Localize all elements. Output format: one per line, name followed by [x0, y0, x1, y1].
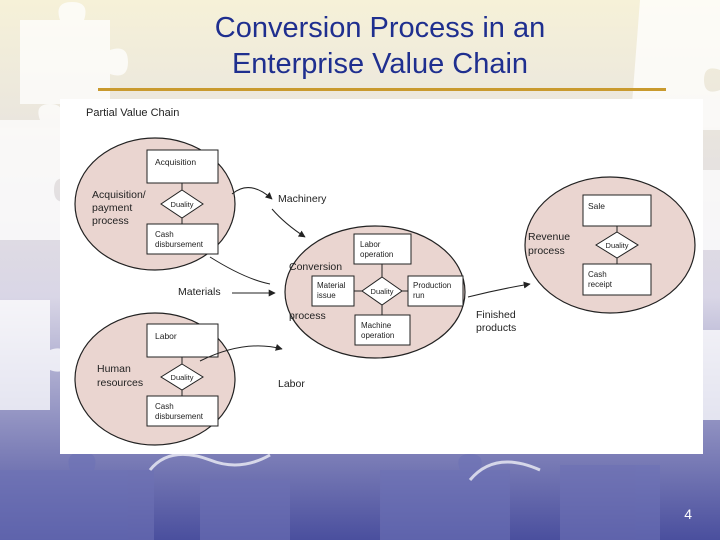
conversion-label-line2: process [289, 310, 326, 322]
hr-label-line2: resources [97, 377, 143, 389]
materials-flow-line [209, 256, 271, 285]
revenue-sale-label: Sale [588, 201, 605, 211]
labor-flow-arrow [199, 343, 283, 362]
hr-cash-line1: Cash [155, 402, 174, 411]
acquisition-process-label-line2: payment [92, 202, 132, 214]
machinery-flow-arrow-in [231, 187, 273, 200]
page-number: 4 [684, 506, 692, 522]
finished-products-label-line1: Finished [476, 309, 516, 321]
acquisition-cash-disbursement-box [146, 223, 219, 255]
hr-label-line1: Human [97, 363, 131, 375]
conversion-machine-operation-box [354, 314, 411, 346]
revenue-cash-line2: receipt [588, 280, 613, 289]
finished-products-label-line2: products [476, 322, 516, 334]
hr-cash-line2: disbursement [155, 412, 204, 421]
hr-duality-label: Duality [171, 373, 194, 382]
conversion-labor-operation-box [353, 233, 412, 265]
revenue-duality-label: Duality [606, 241, 629, 250]
puzzle-piece-outline [148, 452, 541, 481]
acquisition-process-label-line3: process [92, 215, 129, 227]
conversion-material-line1: Material [317, 281, 346, 290]
conversion-production-line2: run [413, 291, 425, 300]
labor-flow-label: Labor [278, 378, 305, 390]
conversion-label-line1: Conversion [289, 261, 342, 273]
conversion-duality-label: Duality [371, 287, 394, 296]
slide-title: Conversion Process in an Enterprise Valu… [110, 10, 650, 82]
slide-title-line-1: Conversion Process in an [214, 12, 546, 44]
materials-flow-label: Materials [178, 286, 221, 298]
conversion-labor-line2: operation [360, 250, 393, 259]
acquisition-event-label: Acquisition [155, 157, 196, 167]
conversion-machine-line1: Machine [361, 321, 392, 330]
value-chain-figure: Partial Value Chain Acquisition Duality … [60, 99, 703, 454]
revenue-label-line2: process [528, 245, 565, 257]
acquisition-duality-label: Duality [171, 200, 194, 209]
finished-products-flow-arrow [467, 281, 531, 298]
acquisition-cash-line2: disbursement [155, 240, 204, 249]
revenue-cash-line1: Cash [588, 270, 607, 279]
conversion-production-run-box [407, 275, 464, 307]
revenue-sale-box [582, 194, 652, 227]
acquisition-process-label-line1: Acquisition/ [92, 189, 146, 201]
conversion-machine-line2: operation [361, 331, 394, 340]
diagram-caption: Partial Value Chain [86, 107, 179, 119]
machinery-flow-arrow [271, 208, 306, 238]
slide-title-line-2: Enterprise Value Chain [231, 48, 529, 80]
puzzle-piece-decoration-dark [0, 452, 660, 540]
conversion-labor-line1: Labor [360, 240, 381, 249]
title-underline [98, 88, 666, 91]
value-chain-diagram: Partial Value Chain Acquisition Duality … [74, 107, 696, 446]
conversion-material-line2: issue [317, 291, 336, 300]
revenue-cash-receipt-box [582, 263, 652, 296]
hr-cash-disbursement-box [146, 395, 219, 427]
conversion-material-issue-box [311, 275, 355, 307]
acquisition-cash-line1: Cash [155, 230, 174, 239]
hr-labor-label: Labor [155, 331, 177, 341]
revenue-label-line1: Revenue [528, 231, 570, 243]
conversion-production-line1: Production [413, 281, 451, 290]
machinery-flow-label: Machinery [278, 193, 327, 205]
